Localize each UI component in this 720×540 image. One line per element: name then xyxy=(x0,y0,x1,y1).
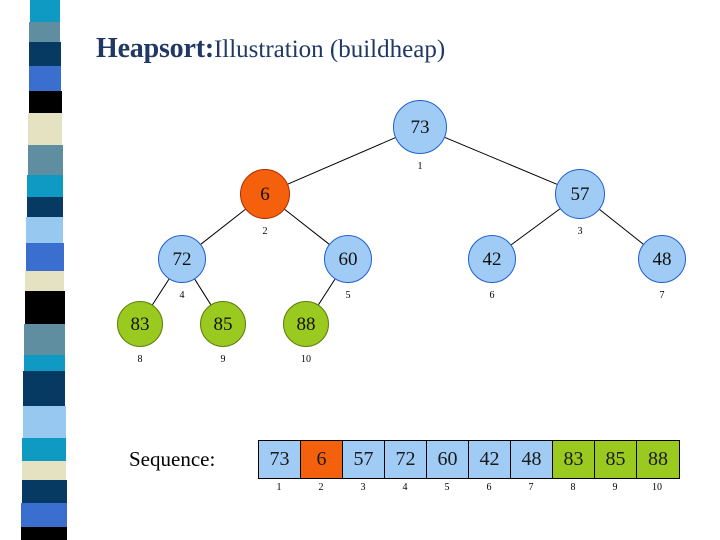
ribbon-segment xyxy=(22,438,66,461)
sequence-cell[interactable]: 48 xyxy=(511,441,553,478)
ribbon-segment xyxy=(28,145,63,175)
tree-edge xyxy=(284,209,330,245)
ribbon-segment xyxy=(27,197,63,217)
tree-node-index: 7 xyxy=(659,290,665,301)
tree-node[interactable]: 6 xyxy=(240,169,290,219)
sequence-cell-index: 5 xyxy=(444,482,450,493)
tree-node[interactable]: 88 xyxy=(283,301,329,347)
ribbon-segment xyxy=(29,42,61,66)
tree-node-index: 10 xyxy=(301,354,311,365)
tree-node[interactable]: 73 xyxy=(393,100,447,154)
ribbon-segment xyxy=(29,91,62,113)
sequence-cell[interactable]: 60 xyxy=(427,441,469,478)
tree-node-index: 8 xyxy=(137,354,143,365)
sequence-cell[interactable]: 42 xyxy=(469,441,511,478)
tree-node-index: 1 xyxy=(417,161,423,172)
decorative-ribbon xyxy=(0,0,90,540)
tree-edge xyxy=(287,137,396,185)
tree-edge xyxy=(599,209,644,245)
ribbon-segment xyxy=(28,113,62,145)
sequence-cell[interactable]: 6 xyxy=(301,441,343,478)
tree-node-index: 3 xyxy=(577,226,583,237)
sequence-cell[interactable]: 83 xyxy=(553,441,595,478)
ribbon-segment xyxy=(24,355,65,371)
sequence-cell-index: 6 xyxy=(486,482,492,493)
sequence-cell-index: 8 xyxy=(570,482,576,493)
ribbon-segment xyxy=(29,66,61,91)
sequence-cell-index: 2 xyxy=(318,482,324,493)
tree-edges xyxy=(152,136,644,305)
ribbon-segment xyxy=(25,291,65,324)
tree-node-index: 4 xyxy=(179,290,185,301)
ribbon-segment xyxy=(26,217,63,243)
ribbon-segment xyxy=(30,0,60,22)
sequence-cell-index: 1 xyxy=(276,482,282,493)
ribbon-segment xyxy=(26,243,64,271)
sequence-cell-index: 10 xyxy=(652,482,662,493)
sequence-cell-index: 3 xyxy=(360,482,366,493)
tree-node-index: 9 xyxy=(220,354,226,365)
tree-node-index: 2 xyxy=(262,226,268,237)
tree-node[interactable]: 72 xyxy=(158,235,206,283)
sequence-cell-index: 9 xyxy=(612,482,618,493)
tree-edge xyxy=(194,279,212,305)
sequence-index-row: 1 2 3 4 5 6 7 8 9 10 xyxy=(258,482,678,493)
ribbon-segment xyxy=(23,371,65,406)
page-title: Heapsort:Illustration (buildheap) xyxy=(96,33,696,65)
ribbon-segment xyxy=(27,175,63,197)
sequence-cell[interactable]: 85 xyxy=(595,441,637,478)
tree-node-index: 5 xyxy=(345,290,351,301)
sequence-cell[interactable]: 88 xyxy=(637,441,679,478)
sequence-cell-index: 7 xyxy=(528,482,534,493)
ribbon-segment xyxy=(25,271,64,291)
tree-node[interactable]: 57 xyxy=(555,169,605,219)
tree-edge xyxy=(444,136,558,185)
tree-node[interactable]: 42 xyxy=(468,235,516,283)
tree-node[interactable]: 85 xyxy=(200,301,246,347)
ribbon-segment xyxy=(23,406,66,438)
ribbon-segment xyxy=(22,480,67,503)
ribbon-segment xyxy=(22,461,66,480)
sequence-cell-index: 4 xyxy=(402,482,408,493)
tree-node-index: 6 xyxy=(489,290,495,301)
tree-edge xyxy=(511,208,561,246)
ribbon-segment xyxy=(29,22,60,42)
ribbon-segment xyxy=(21,527,67,540)
ribbon-segment xyxy=(21,503,67,527)
sequence-cell[interactable]: 57 xyxy=(343,441,385,478)
tree-node[interactable]: 60 xyxy=(324,235,372,283)
tree-edge xyxy=(152,278,170,305)
page-title-rest: Illustration (buildheap) xyxy=(213,36,446,63)
sequence-cell[interactable]: 73 xyxy=(259,441,301,478)
page-title-main: Heapsort: xyxy=(96,33,214,64)
tree-node[interactable]: 83 xyxy=(117,301,163,347)
ribbon-segment xyxy=(24,324,65,355)
tree-edge xyxy=(318,278,336,305)
tree-edge xyxy=(200,209,246,245)
sequence-label: Sequence: xyxy=(129,447,216,471)
sequence-cell[interactable]: 72 xyxy=(385,441,427,478)
tree-node[interactable]: 48 xyxy=(638,235,686,283)
